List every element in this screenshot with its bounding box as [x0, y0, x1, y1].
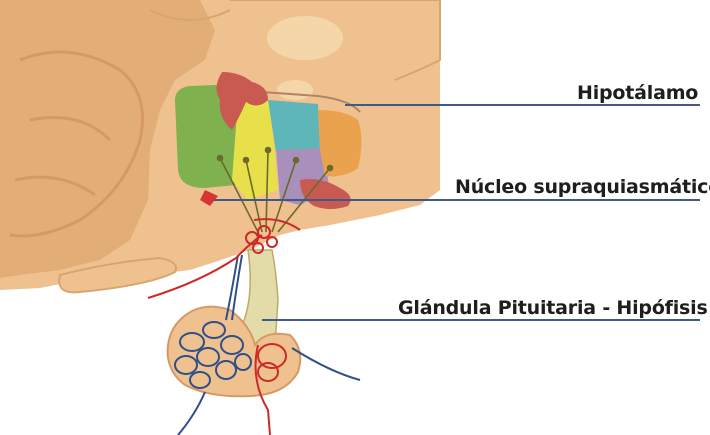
pituitary-gland [168, 250, 301, 396]
label-pituitary: Glándula Pituitaria - Hipófisis [398, 297, 708, 319]
label-scn: Núcleo supraquiasmático [455, 176, 710, 198]
label-hypothalamus: Hipotálamo [577, 82, 698, 104]
